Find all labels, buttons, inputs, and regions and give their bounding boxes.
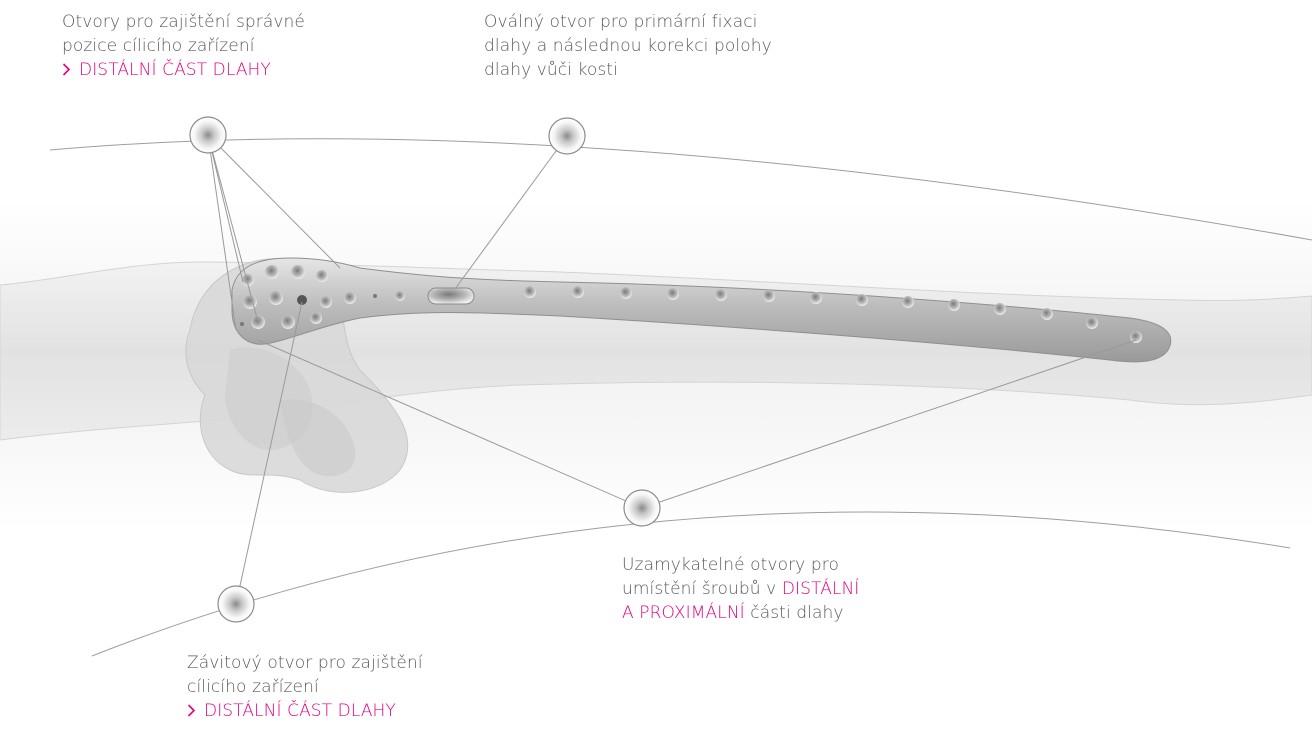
callout-text-line: dlahy a následnou korekci polohy [484,34,772,58]
callout-label-top-middle: Oválný otvor pro primární fixaci dlahy a… [484,10,772,82]
link-label: DISTÁLNÍ ČÁST DLAHY [204,701,396,721]
callout-node-bottom-left[interactable] [218,586,254,622]
callout-text: umístění šroubů v [622,579,782,599]
chevron-right-icon [62,58,71,82]
callout-text-line: Otvory pro zajištění správné [62,10,305,34]
chevron-right-icon [187,699,196,723]
callout-label-top-left: Otvory pro zajištění správné pozice cíli… [62,10,305,82]
oval-hole [428,288,474,304]
callout-text-line: cílicího zařízení [187,675,423,699]
callout-node-top-left[interactable] [190,117,226,153]
callout-label-bottom-left: Závitový otvor pro zajištění cílicího za… [187,651,423,723]
callout-text-line: dlahy vůči kosti [484,58,772,82]
callout-text-line: Uzamykatelné otvory pro [622,553,859,577]
callout-text-line: Závitový otvor pro zajištění [187,651,423,675]
callout-label-bottom-right: Uzamykatelné otvory pro umístění šroubů … [622,553,859,625]
distal-part-link[interactable]: DISTÁLNÍ ČÁST DLAHY [187,699,423,723]
distal-part-link[interactable]: DISTÁLNÍ ČÁST DLAHY [62,58,305,82]
callout-text-line: pozice cílicího zařízení [62,34,305,58]
callout-text: části dlahy [745,603,844,623]
callout-text-line: A PROXIMÁLNÍ části dlahy [622,601,859,625]
callout-node-bottom-right[interactable] [624,490,660,526]
proximal-highlight: A PROXIMÁLNÍ [622,603,745,623]
link-label: DISTÁLNÍ ČÁST DLAHY [79,60,271,80]
callout-text-line: Oválný otvor pro primární fixaci [484,10,772,34]
callout-text-line: umístění šroubů v DISTÁLNÍ [622,577,859,601]
distal-highlight: DISTÁLNÍ [782,579,860,599]
callout-node-top-middle[interactable] [549,118,585,154]
